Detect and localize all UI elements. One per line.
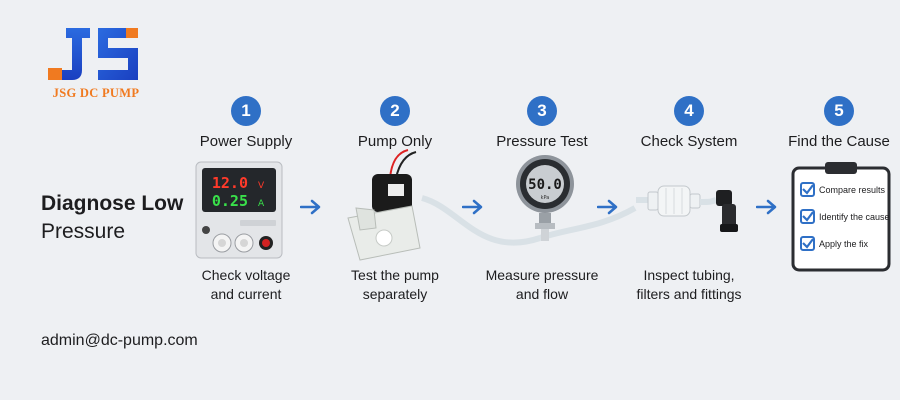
- arrow-right-icon: [597, 199, 618, 215]
- desc-line: and flow: [515, 286, 569, 302]
- checklist-item: Compare results: [819, 185, 886, 195]
- step-number-badge: 3: [527, 96, 557, 126]
- step-title: Power Supply: [199, 133, 293, 150]
- step-description: Measure pressure and flow: [477, 266, 607, 304]
- title-line-1: Diagnose Low: [41, 192, 184, 215]
- checklist-item: Apply the fix: [819, 239, 869, 249]
- checklist-icon: Compare results Identify the cause Apply…: [791, 160, 891, 272]
- power-supply-icon: 12.0 V 0.25 A: [195, 161, 283, 259]
- page-title: Diagnose Low Pressure: [41, 190, 183, 246]
- step-number-badge: 1: [231, 96, 261, 126]
- jsg-logo-icon: [48, 28, 138, 80]
- filter-fitting-icon: [636, 185, 738, 232]
- desc-line: Test the pump: [351, 267, 439, 283]
- pressure-gauge-icon: 50.0 kPa: [516, 155, 574, 241]
- step-title: Pressure Test: [496, 133, 588, 150]
- step-number-badge: 5: [824, 96, 854, 126]
- step-description: Test the pump separately: [330, 266, 460, 304]
- arrow-right-icon: [300, 199, 321, 215]
- step-number-badge: 2: [380, 96, 410, 126]
- voltage-readout: 12.0: [212, 174, 248, 192]
- step-title: Check System: [640, 133, 738, 150]
- gauge-reading: 50.0: [528, 177, 562, 193]
- brand-logo: JSG DC PUMP: [46, 26, 142, 102]
- pump-icon: [347, 149, 637, 261]
- voltage-unit: V: [258, 181, 265, 191]
- step-title: Find the Cause: [788, 133, 890, 150]
- desc-line: Check voltage: [201, 267, 291, 283]
- step-4: 4 Check System Inspect tubing, filters a…: [624, 96, 754, 302]
- desc-line: Measure pressure: [485, 267, 599, 283]
- contact-email[interactable]: admin@dc-pump.com: [41, 332, 198, 349]
- step-2: 2 Pump Only Test the pump separately: [330, 96, 460, 302]
- gauge-unit: kPa: [541, 195, 550, 201]
- current-unit: A: [258, 199, 265, 209]
- step-5: 5 Find the Cause: [774, 96, 900, 150]
- step-3: 3 Pressure Test Measure pressure and flo…: [477, 96, 607, 302]
- desc-line: and current: [210, 286, 282, 302]
- clipboard-icon: [791, 162, 891, 272]
- desc-line: filters and fittings: [636, 286, 742, 302]
- step-1: 1 Power Supply Check voltage and current: [181, 96, 311, 302]
- checklist-item: Identify the cause: [819, 212, 890, 222]
- desc-line: Inspect tubing,: [643, 267, 735, 283]
- title-line-2: Pressure: [41, 220, 126, 243]
- desc-line: separately: [362, 286, 428, 302]
- brand-name: JSG DC PUMP: [52, 86, 140, 100]
- step-description: Inspect tubing, filters and fittings: [624, 266, 754, 304]
- current-readout: 0.25: [212, 192, 248, 210]
- arrow-right-icon: [756, 199, 777, 215]
- arrow-right-icon: [462, 199, 483, 215]
- step-number-badge: 4: [674, 96, 704, 126]
- step-description: Check voltage and current: [181, 266, 311, 304]
- step-title: Pump Only: [357, 133, 433, 150]
